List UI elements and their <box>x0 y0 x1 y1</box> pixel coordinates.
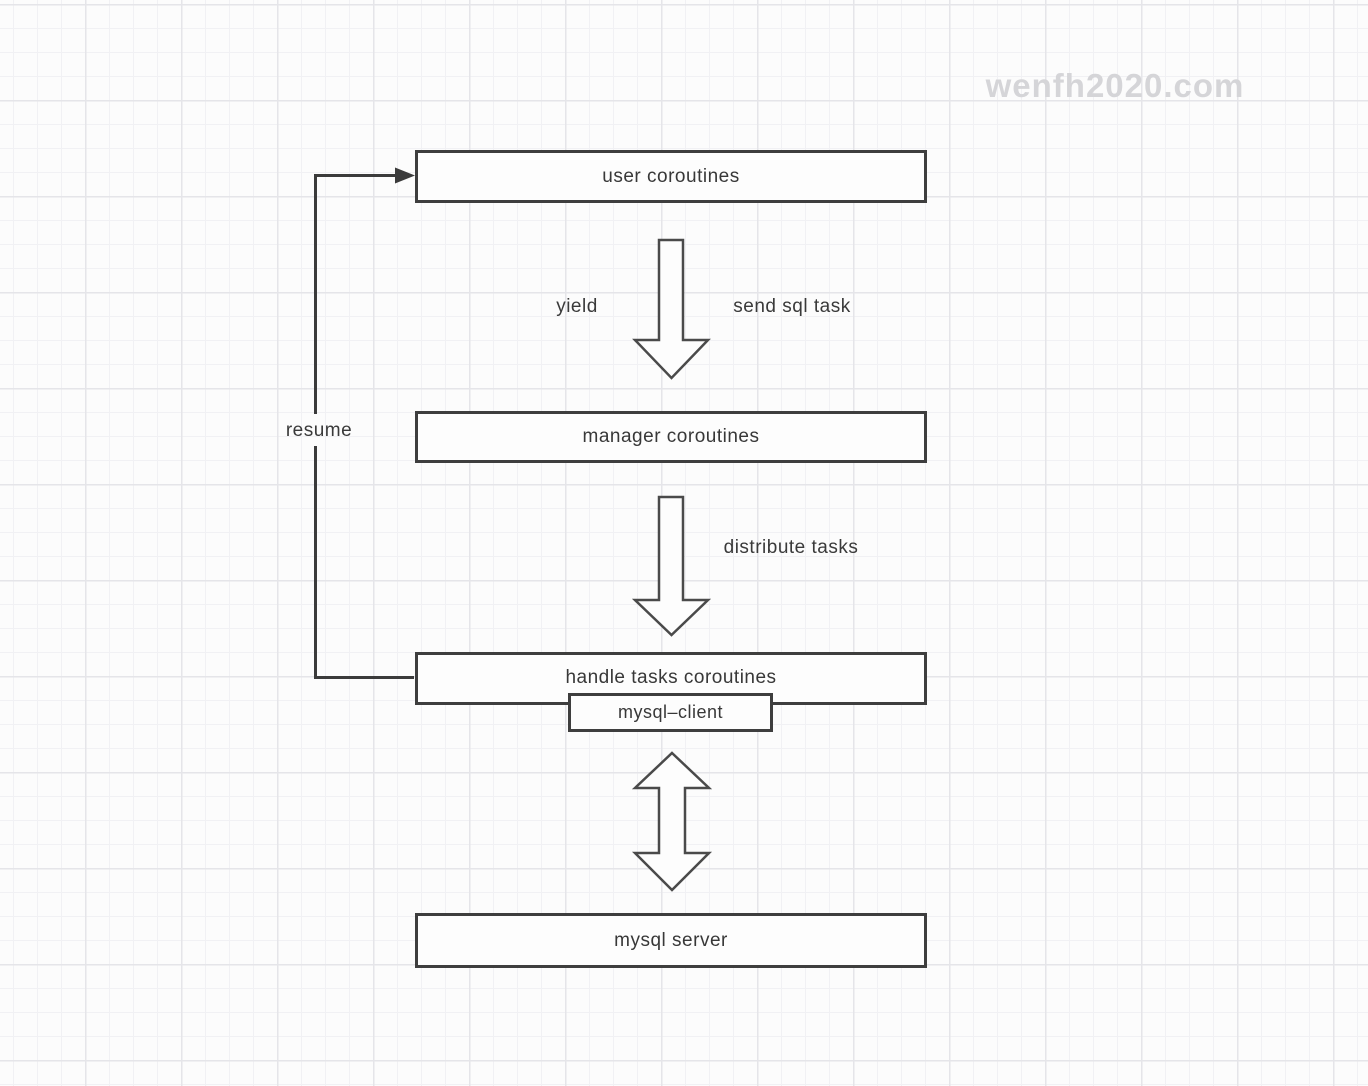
edge-label-resume: resume <box>285 420 353 441</box>
watermark: wenfh2020.com <box>985 67 1245 104</box>
node-mysql-client: mysql–client <box>568 693 773 732</box>
down-arrow-icon <box>631 495 712 637</box>
double-arrow-icon <box>631 751 713 892</box>
node-mysql-server: mysql server <box>415 913 927 968</box>
resume-connector-top-segment <box>314 174 400 414</box>
edge-label-send-sql-task: send sql task <box>733 296 851 317</box>
edge-label-yield: yield <box>556 296 598 317</box>
resume-connector-bottom-segment <box>314 446 414 679</box>
edge-label-distribute-tasks: distribute tasks <box>723 537 859 558</box>
node-user-coroutines: user coroutines <box>415 150 927 203</box>
down-arrow-icon <box>632 238 711 380</box>
resume-connector <box>314 174 414 679</box>
resume-arrowhead-icon <box>395 167 415 184</box>
node-manager-coroutines: manager coroutines <box>415 411 927 463</box>
